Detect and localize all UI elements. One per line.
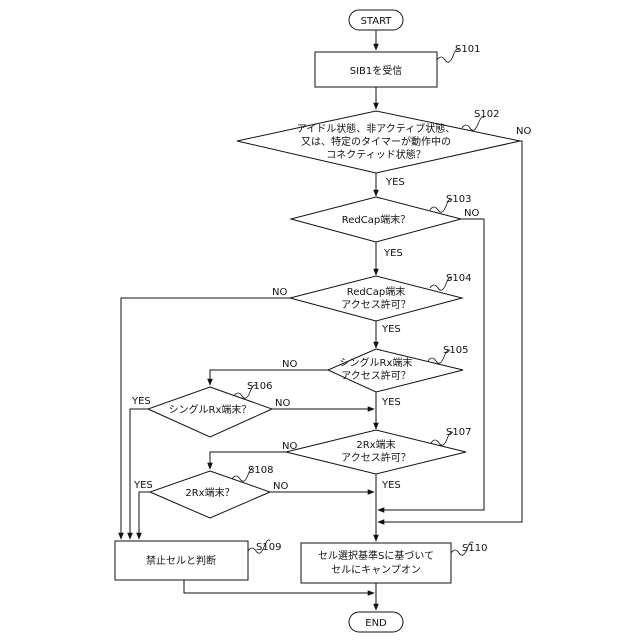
s106-no-label: NO bbox=[275, 398, 290, 409]
start-terminal: START bbox=[349, 10, 403, 30]
s105-step-id: S105 bbox=[443, 345, 468, 356]
s109-step-id: S109 bbox=[256, 542, 281, 553]
s104-step-id: S104 bbox=[446, 273, 471, 284]
s101-step-id: S101 bbox=[455, 44, 480, 55]
s103-step-id: S103 bbox=[446, 194, 471, 205]
decision-s102: アイドル状態、非アクティブ状態、 又は、特定のタイマーが動作中の コネクティッド… bbox=[237, 109, 531, 188]
s110-step-id: S110 bbox=[462, 543, 487, 554]
s103-text: RedCap端末？ bbox=[342, 213, 410, 226]
s104-text-line2: アクセス許可？ bbox=[341, 298, 411, 311]
s107-text-line2: アクセス許可？ bbox=[341, 451, 411, 464]
s104-text-line1: RedCap端末 bbox=[347, 285, 405, 298]
s108-step-id: S108 bbox=[248, 465, 273, 476]
s108-text: 2Rx端末？ bbox=[185, 486, 234, 499]
s102-yes-label: YES bbox=[385, 177, 405, 188]
decision-s103: RedCap端末？ S103 YES NO bbox=[291, 194, 479, 259]
s105-no-label: NO bbox=[282, 359, 297, 370]
process-s109: 禁止セルと判断 S109 bbox=[115, 540, 281, 580]
s105-text-line1: シングルRx端末 bbox=[340, 356, 413, 369]
s107-yes-label: YES bbox=[381, 480, 401, 491]
connectors bbox=[121, 30, 522, 610]
s105-text-line2: アクセス許可？ bbox=[341, 369, 411, 382]
decision-s105: シングルRx端末 アクセス許可？ S105 YES NO bbox=[282, 345, 468, 408]
s107-step-id: S107 bbox=[446, 427, 471, 438]
s109-text: 禁止セルと判断 bbox=[146, 554, 216, 567]
decision-s104: RedCap端末 アクセス許可？ S104 YES NO bbox=[272, 273, 471, 335]
s107-text-line1: 2Rx端末 bbox=[356, 438, 395, 451]
s108-yes-label: YES bbox=[133, 480, 153, 491]
s110-text-line1: セル選択基準Sに基づいて bbox=[318, 549, 434, 562]
end-terminal: END bbox=[349, 612, 403, 632]
decision-s108: 2Rx端末？ S108 YES NO bbox=[133, 465, 288, 518]
s102-text-line1: アイドル状態、非アクティブ状態、 bbox=[297, 122, 455, 135]
s106-yes-label: YES bbox=[131, 396, 151, 407]
s103-no-label: NO bbox=[464, 208, 479, 219]
s102-text-line2: 又は、特定のタイマーが動作中の bbox=[301, 135, 451, 148]
s108-no-label: NO bbox=[273, 481, 288, 492]
s102-step-id: S102 bbox=[474, 109, 499, 120]
decision-s107: 2Rx端末 アクセス許可？ S107 YES NO bbox=[282, 427, 471, 491]
s105-yes-label: YES bbox=[381, 397, 401, 408]
process-s110: セル選択基準Sに基づいて セルにキャンプオン S110 bbox=[301, 542, 487, 583]
end-label: END bbox=[365, 618, 387, 629]
process-s101: SIB1を受信 S101 bbox=[315, 44, 480, 87]
s104-yes-label: YES bbox=[381, 324, 401, 335]
s103-yes-label: YES bbox=[383, 248, 403, 259]
edge-s108-yes bbox=[139, 492, 150, 539]
s107-no-label: NO bbox=[282, 441, 297, 452]
s106-step-id: S106 bbox=[247, 381, 272, 392]
s110-text-line2: セルにキャンプオン bbox=[331, 564, 421, 576]
s102-text-line3: コネクティッド状態？ bbox=[326, 148, 425, 161]
s106-text: シングルRx端末？ bbox=[169, 403, 252, 416]
decision-s106: シングルRx端末？ S106 YES NO bbox=[131, 381, 290, 437]
s102-no-label: NO bbox=[516, 126, 531, 137]
s104-no-label: NO bbox=[272, 287, 287, 298]
s101-text: SIB1を受信 bbox=[350, 65, 403, 77]
start-label: START bbox=[361, 16, 393, 27]
